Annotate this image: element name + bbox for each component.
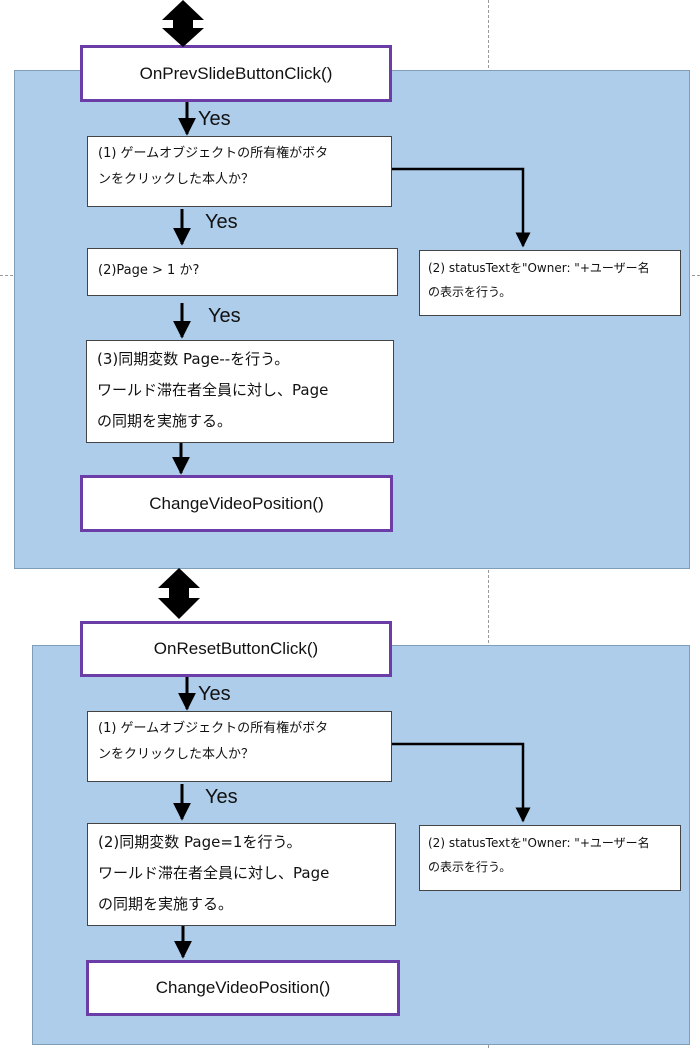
- section2-condition-owner-line-2: ンをクリックした本人か？: [98, 747, 255, 762]
- section2-condition-owner: (1) ゲームオブジェクトの所有権がボタ ンをクリックした本人か？: [87, 711, 392, 782]
- section2-condition-owner-line-1: (1) ゲームオブジェクトの所有権がボタ: [98, 721, 329, 736]
- section2-function-start-label: OnResetButtonClick(): [153, 639, 319, 658]
- section1-yes-label-3: Yes: [208, 305, 241, 327]
- section2-side-note: (2) statusTextを"Owner: "+ユーザー名 の表示を行う。: [419, 825, 681, 891]
- section1-condition-page: (2)Page > 1 か?: [87, 248, 398, 296]
- section1-side-note-line-2: の表示を行う。: [428, 285, 512, 299]
- section1-condition-owner: (1) ゲームオブジェクトの所有権がボタ ンをクリックした本人か？: [87, 136, 392, 207]
- section1-action-line-2: ワールド滞在者全員に対し、Page: [97, 381, 329, 399]
- section1-action-line-3: の同期を実施する。: [97, 412, 233, 430]
- section2-yes-label-2: Yes: [205, 786, 238, 808]
- section1-function-end: ChangeVideoPosition(): [80, 475, 393, 532]
- section1-action-line-1: (3)同期変数 Page--を行う。: [97, 350, 290, 368]
- section1-condition-page-text: (2)Page > 1 か?: [98, 263, 200, 278]
- section2-action-box: (2)同期変数 Page=1を行う。 ワールド滞在者全員に対し、Page の同期…: [87, 823, 396, 926]
- section2-action-line-2: ワールド滞在者全員に対し、Page: [98, 864, 330, 882]
- section2-function-end: ChangeVideoPosition(): [86, 960, 400, 1016]
- section1-function-start-label: OnPrevSlideButtonClick(): [139, 63, 333, 83]
- section1-side-note: (2) statusTextを"Owner: "+ユーザー名 の表示を行う。: [419, 250, 681, 316]
- section1-function-end-label: ChangeVideoPosition(): [149, 493, 324, 513]
- section2-side-note-line-2: の表示を行う。: [428, 860, 512, 874]
- section1-side-note-line-1: (2) statusTextを"Owner: "+ユーザー名: [428, 261, 650, 275]
- section2-double-arrow-icon: [158, 568, 200, 619]
- section1-action-box: (3)同期変数 Page--を行う。 ワールド滞在者全員に対し、Page の同期…: [86, 340, 394, 443]
- section2-function-end-label: ChangeVideoPosition(): [155, 978, 331, 997]
- section2-action-line-3: の同期を実施する。: [98, 895, 234, 913]
- section2-yes-label-1: Yes: [198, 683, 231, 705]
- section1-yes-label-1: Yes: [198, 108, 231, 130]
- section2-action-line-1: (2)同期変数 Page=1を行う。: [98, 833, 302, 851]
- section1-function-start: OnPrevSlideButtonClick(): [80, 45, 392, 102]
- section2-side-note-line-1: (2) statusTextを"Owner: "+ユーザー名: [428, 836, 650, 850]
- section1-condition-owner-line-1: (1) ゲームオブジェクトの所有権がボタ: [98, 146, 329, 161]
- section2-function-start: OnResetButtonClick(): [80, 621, 392, 677]
- section1-double-arrow-icon: [162, 0, 204, 47]
- section1-condition-owner-line-2: ンをクリックした本人か？: [98, 172, 255, 187]
- section1-yes-label-2: Yes: [205, 211, 238, 233]
